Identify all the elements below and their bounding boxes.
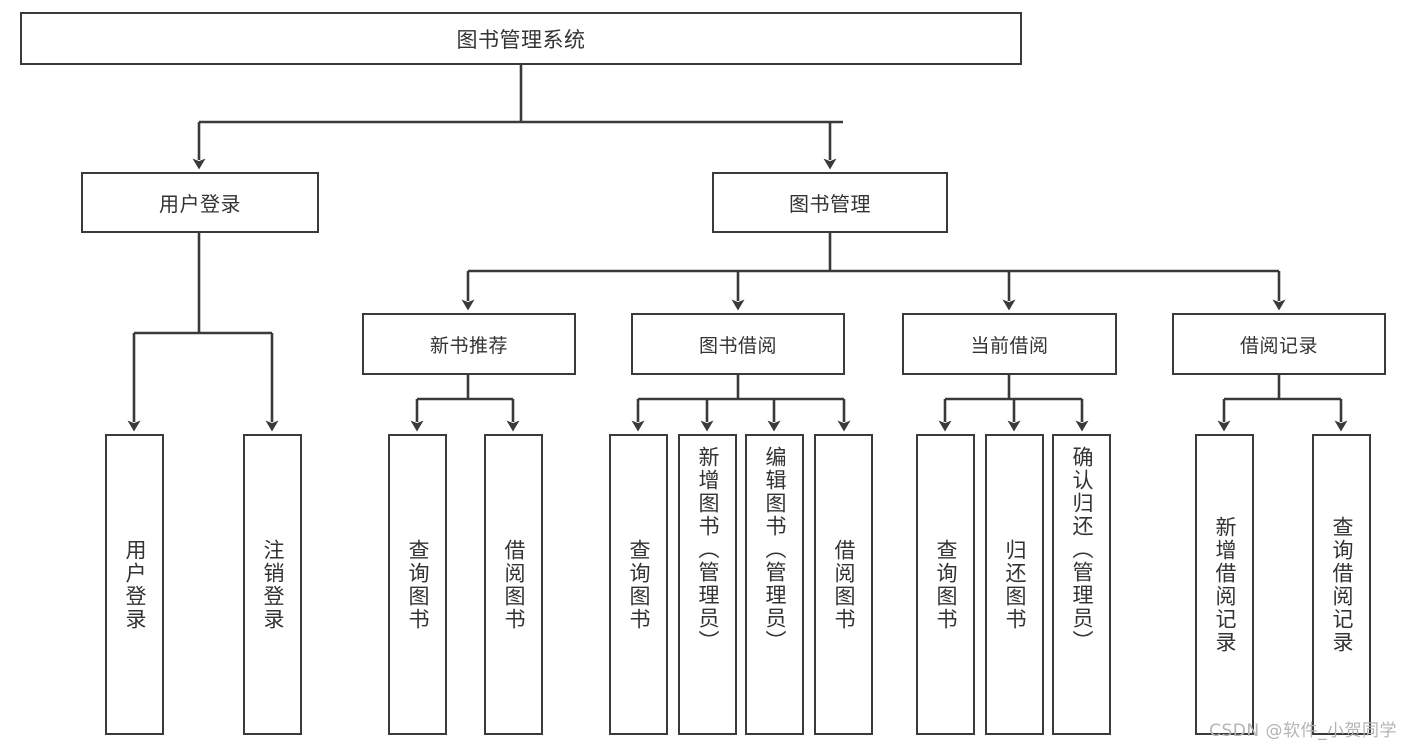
leaf-query-book-new-label: 查询图书 <box>405 538 430 631</box>
leaf-user-login[interactable]: 用户登录 <box>105 434 164 735</box>
leaf-add-book-admin[interactable]: 新增图书（管理员） <box>678 434 737 735</box>
leaf-confirm-return-admin[interactable]: 确认归还（管理员） <box>1052 434 1111 735</box>
node-new-book-recommend[interactable]: 新书推荐 <box>362 313 576 375</box>
leaf-logout[interactable]: 注销登录 <box>243 434 302 735</box>
leaf-add-borrow-record[interactable]: 新增借阅记录 <box>1195 434 1254 735</box>
leaf-query-book-current-label: 查询图书 <box>933 538 958 631</box>
node-current-borrow[interactable]: 当前借阅 <box>902 313 1117 375</box>
leaf-edit-book-admin-label: 编辑图书（管理员） <box>762 446 787 653</box>
node-user-login-label: 用户登录 <box>159 192 241 216</box>
watermark: CSDN @软件_小贺同学 <box>1209 721 1397 741</box>
leaf-query-book-current[interactable]: 查询图书 <box>916 434 975 735</box>
leaf-add-book-admin-label: 新增图书（管理员） <box>695 446 720 653</box>
leaf-borrow-book-new-label: 借阅图书 <box>501 538 526 631</box>
leaf-logout-label: 注销登录 <box>260 538 285 631</box>
leaf-borrow-book-new[interactable]: 借阅图书 <box>484 434 543 735</box>
leaf-query-borrow-record[interactable]: 查询借阅记录 <box>1312 434 1371 735</box>
leaf-query-book-borrow-label: 查询图书 <box>626 538 651 631</box>
leaf-return-book-label: 归还图书 <box>1002 538 1027 631</box>
node-root[interactable]: 图书管理系统 <box>20 12 1022 65</box>
leaf-edit-book-admin[interactable]: 编辑图书（管理员） <box>745 434 804 735</box>
leaf-query-book-borrow[interactable]: 查询图书 <box>609 434 668 735</box>
node-borrow-records[interactable]: 借阅记录 <box>1172 313 1386 375</box>
node-book-management[interactable]: 图书管理 <box>712 172 948 233</box>
node-user-login[interactable]: 用户登录 <box>81 172 319 233</box>
leaf-user-login-label: 用户登录 <box>122 538 147 631</box>
leaf-confirm-return-admin-label: 确认归还（管理员） <box>1069 446 1094 653</box>
node-book-management-label: 图书管理 <box>789 192 871 216</box>
leaf-query-borrow-record-label: 查询借阅记录 <box>1329 515 1354 654</box>
node-root-label: 图书管理系统 <box>456 27 586 52</box>
leaf-add-borrow-record-label: 新增借阅记录 <box>1212 515 1237 654</box>
node-borrow-records-label: 借阅记录 <box>1239 334 1318 357</box>
node-new-book-recommend-label: 新书推荐 <box>429 334 508 357</box>
leaf-return-book[interactable]: 归还图书 <box>985 434 1044 735</box>
leaf-borrow-book[interactable]: 借阅图书 <box>814 434 873 735</box>
leaf-borrow-book-label: 借阅图书 <box>831 538 856 631</box>
node-current-borrow-label: 当前借阅 <box>970 334 1049 357</box>
node-book-borrow[interactable]: 图书借阅 <box>631 313 845 375</box>
node-book-borrow-label: 图书借阅 <box>698 334 777 357</box>
leaf-query-book-new[interactable]: 查询图书 <box>388 434 447 735</box>
